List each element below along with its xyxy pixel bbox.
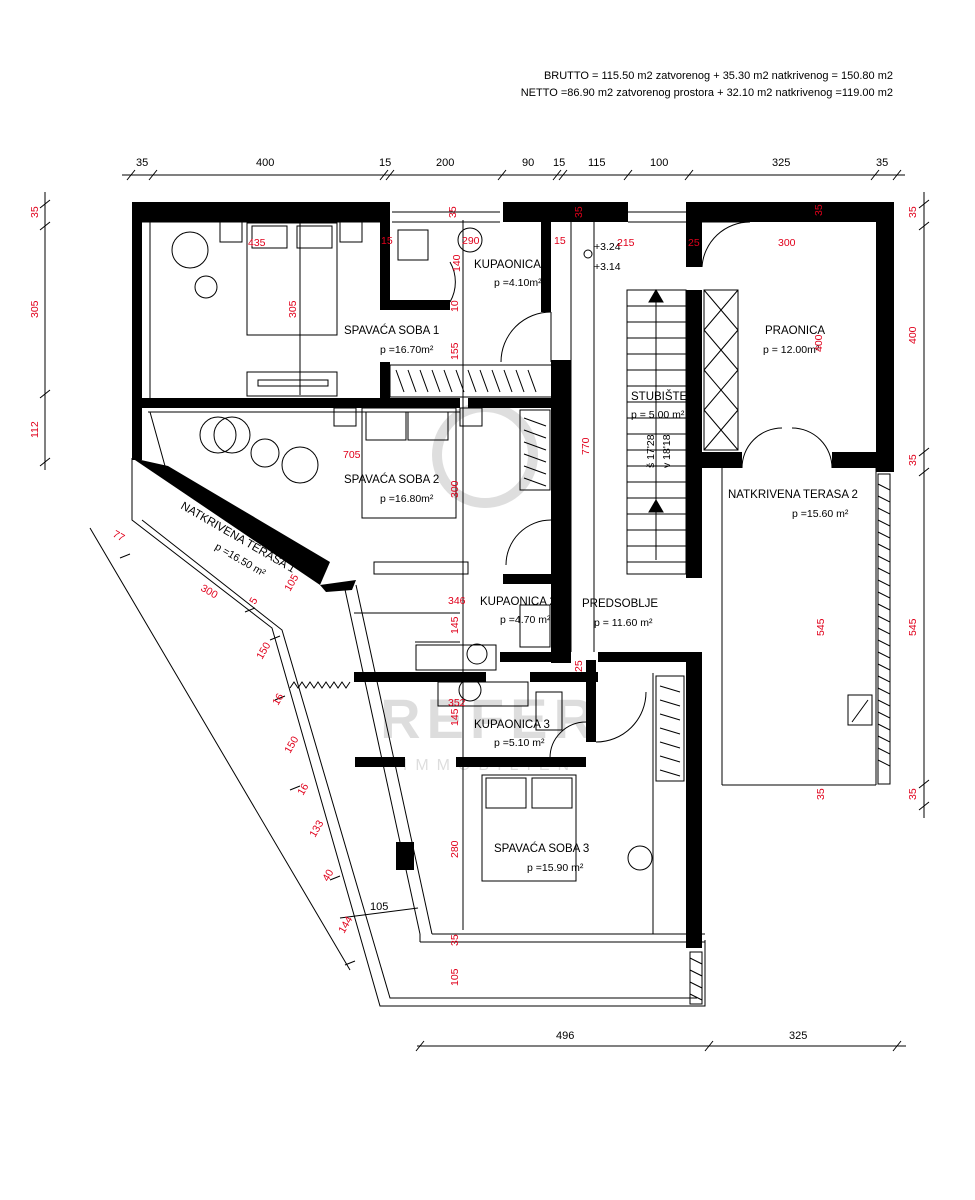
dim-diag-3: 105 (282, 572, 301, 593)
room-name-kupaonica3: KUPAONICA 3 (474, 719, 550, 731)
dim-inner-35c: 35 (449, 934, 461, 946)
dim-diag-7: 150 (282, 734, 301, 755)
dim-inner-300b: 300 (778, 237, 796, 249)
dim-right-3: 35 (907, 454, 919, 466)
dim-inner-10: 10 (449, 300, 461, 312)
dim-diag-1: 77 (111, 528, 127, 544)
dim-inner-435: 435 (248, 237, 266, 249)
netto-line: NETTO =86.90 m2 zatvorenog prostora + 32… (520, 87, 893, 99)
terrace1-walls (131, 458, 706, 1007)
stair-steps: š 17'28 (645, 434, 657, 468)
dim-diag-9: 133 (307, 818, 326, 839)
dim-bottom-2: 325 (789, 1030, 807, 1042)
room-area-spavaca3: p =15.90 m² (527, 862, 584, 874)
room-name-kupaonica1: KUPAONICA 1 (474, 259, 550, 271)
dim-top-10: 35 (876, 157, 888, 169)
dim-inner-346: 346 (448, 595, 466, 607)
dim-top-8: 100 (650, 157, 668, 169)
dim-left-3: 112 (29, 421, 41, 438)
room-labels: SPAVAĆA SOBA 1 p =16.70m² SPAVAĆA SOBA 2… (179, 241, 858, 874)
dim-inner-35e: 35 (573, 206, 585, 218)
dim-diag-4: 5 (247, 595, 260, 606)
dim-inner-290: 290 (462, 235, 480, 247)
room-name-stubiste: STUBIŠTE (631, 390, 688, 403)
room-area-terasa2: p =15.60 m² (792, 508, 849, 520)
dim-inner-25b: 25 (573, 660, 585, 672)
dim-inner-145b: 145 (449, 708, 461, 726)
dim-left-1: 35 (29, 206, 41, 218)
dim-diag-5: 150 (254, 640, 273, 661)
dim-inner-352: 352 (448, 697, 466, 709)
room-name-predsoblje: PREDSOBLJE (582, 598, 658, 610)
room-name-spavaca1: SPAVAĆA SOBA 1 (344, 324, 439, 337)
dim-inner-155: 155 (449, 342, 461, 360)
dim-top-2: 400 (256, 157, 274, 169)
dimension-lines (39, 169, 930, 1052)
dim-diag-11: 144 (336, 914, 355, 935)
dimension-numbers: 35 400 15 200 90 15 115 100 325 35 496 3… (136, 157, 888, 1042)
dim-inner-140: 140 (451, 254, 463, 272)
dim-inner-35d: 35 (447, 206, 459, 218)
dim-inner-705: 705 (343, 449, 361, 461)
room-area-kupaonica3: p =5.10 m² (494, 737, 545, 749)
dim-inner-400: 400 (813, 334, 825, 352)
room-area-kupaonica2: p =4.70 m² (500, 614, 551, 626)
dim-top-3: 15 (379, 157, 391, 169)
dim-diag-12: 105 (370, 901, 388, 913)
room-name-praonica: PRAONICA (765, 325, 825, 337)
wardrobes (289, 289, 891, 1005)
dim-top-5: 90 (522, 157, 534, 169)
dim-right-4: 545 (907, 618, 919, 636)
dim-inner-25a: 25 (688, 237, 700, 249)
dim-inner-35b: 35 (815, 788, 827, 800)
dim-inner-305: 305 (287, 300, 299, 318)
dim-top-4: 200 (436, 157, 454, 169)
dim-inner-215: 215 (617, 237, 635, 249)
watermark-brand: REFER (380, 687, 600, 750)
dim-diag-8: 16 (295, 781, 311, 797)
dim-left-2: 305 (29, 300, 41, 318)
dim-right-5: 35 (907, 788, 919, 800)
level-upper: +3.24 (594, 241, 621, 253)
room-name-spavaca2: SPAVAĆA SOBA 2 (344, 473, 439, 486)
room-name-spavaca3: SPAVAĆA SOBA 3 (494, 842, 589, 855)
room-name-terasa2: NATKRIVENA TERASA 2 (728, 489, 858, 501)
furniture (171, 221, 873, 882)
dim-top-1: 35 (136, 157, 148, 169)
room-area-stubiste: p = 5.00 m² (631, 409, 685, 421)
room-name-kupaonica2: KUPAONICA 2 (480, 596, 556, 608)
room-area-spavaca1: p =16.70m² (380, 344, 434, 356)
staircase (626, 289, 687, 575)
dim-inner-145a: 145 (449, 616, 461, 634)
room-area-praonica: p = 12.00m² (763, 344, 820, 356)
dim-right-2: 400 (907, 326, 919, 344)
dim-top-7: 115 (588, 157, 606, 169)
stair-rise: v 18'18 (661, 434, 673, 468)
dim-top-9: 325 (772, 157, 790, 169)
dim-inner-770: 770 (580, 437, 592, 455)
dim-diag-6: 16 (270, 691, 286, 707)
room-area-spavaca2: p =16.80m² (380, 493, 434, 505)
dim-bottom-1: 496 (556, 1030, 574, 1042)
level-lower: +3.14 (594, 261, 621, 273)
room-area-predsoblje: p = 11.60 m² (594, 617, 653, 629)
dim-inner-15b: 15 (554, 235, 566, 247)
door-swings (449, 221, 833, 759)
red-dimension-numbers: 35 305 112 35 400 35 545 35 77 300 105 5… (29, 204, 919, 986)
brutto-line: BRUTTO = 115.50 m2 zatvorenog + 35.30 m2… (543, 70, 893, 82)
walls (132, 202, 894, 948)
dim-inner-15a: 15 (381, 235, 393, 247)
dim-inner-300a: 300 (449, 480, 461, 498)
area-summary: BRUTTO = 115.50 m2 zatvorenog + 35.30 m2… (521, 68, 893, 102)
dim-top-6: 15 (553, 157, 565, 169)
room-area-kupaonica1: p =4.10m² (494, 277, 542, 289)
dim-inner-105: 105 (449, 968, 461, 986)
dim-right-1: 35 (907, 206, 919, 218)
dim-inner-280: 280 (449, 840, 461, 858)
dim-diag-10: 40 (320, 867, 336, 883)
dim-inner-35a: 35 (813, 204, 825, 216)
dim-inner-545: 545 (815, 618, 827, 636)
